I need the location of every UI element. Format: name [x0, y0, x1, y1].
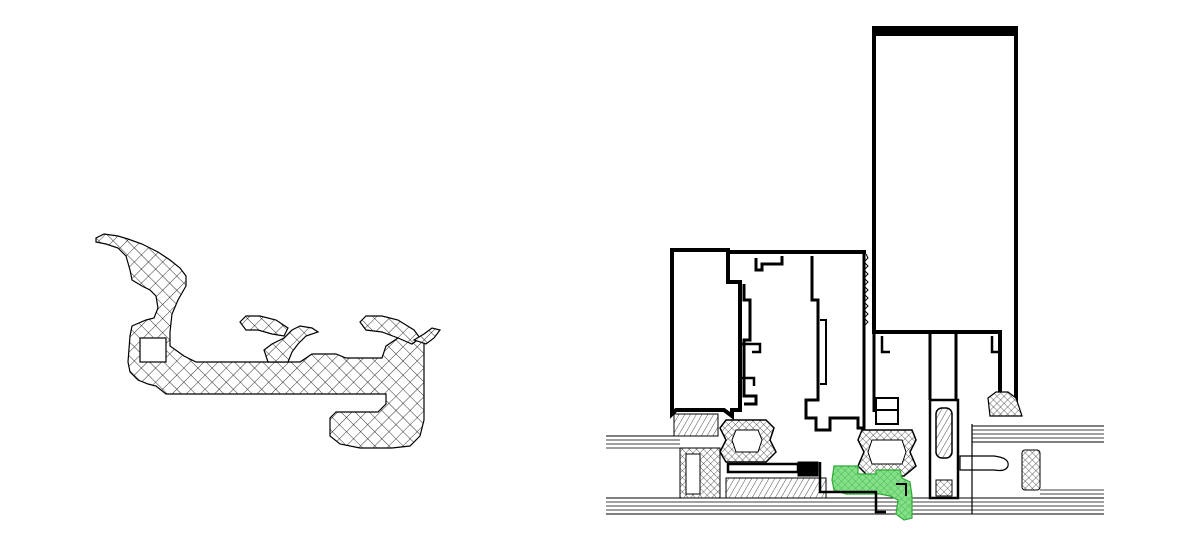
- gasket-profile-body: [95, 233, 425, 449]
- left-spacer: [685, 453, 701, 495]
- central-slider-foot: [935, 479, 953, 497]
- serrated-edge: [863, 253, 869, 327]
- right-glazing-block: [1021, 449, 1041, 491]
- window-frame-section-assembly: [606, 26, 1104, 521]
- gasket-hook: [896, 483, 907, 496]
- lower-channel: [726, 462, 800, 474]
- clip-left: [740, 342, 762, 354]
- right-glazing-seal: [987, 391, 1023, 417]
- gasket-hollow-chamber: [139, 337, 167, 363]
- central-slider-housing: [928, 398, 960, 500]
- gasket-profile-detail: [95, 233, 442, 449]
- gasket-lip-1: [263, 325, 320, 363]
- inner-chamber-wall: [742, 284, 758, 406]
- center-break-hollow: [867, 439, 907, 465]
- left-break-hollow: [731, 429, 763, 453]
- lower-hatched-strip: [725, 477, 827, 499]
- gasket-lip-3: [359, 315, 421, 345]
- clip-left-2: [740, 376, 756, 386]
- tall-sash-profile: [872, 26, 1018, 402]
- tall-sash-top-edge: [874, 28, 1016, 36]
- gasket-channel-outline: [818, 462, 886, 514]
- outer-frame-profile: [670, 248, 742, 420]
- handle-latch: [959, 455, 1009, 472]
- sash-small-clips: [880, 336, 1000, 354]
- left-frame-seal: [673, 413, 719, 437]
- gasket-lip-2: [239, 315, 289, 337]
- lower-channel-block: [797, 461, 819, 477]
- clip-top: [754, 256, 784, 272]
- gasket-lip-4: [412, 327, 442, 345]
- middle-mullion: [804, 254, 866, 432]
- sash-bottom-legs: [872, 332, 1002, 412]
- mullion-detail: [820, 319, 827, 385]
- central-slider-bead: [935, 407, 953, 459]
- sill-layers: [606, 425, 1104, 515]
